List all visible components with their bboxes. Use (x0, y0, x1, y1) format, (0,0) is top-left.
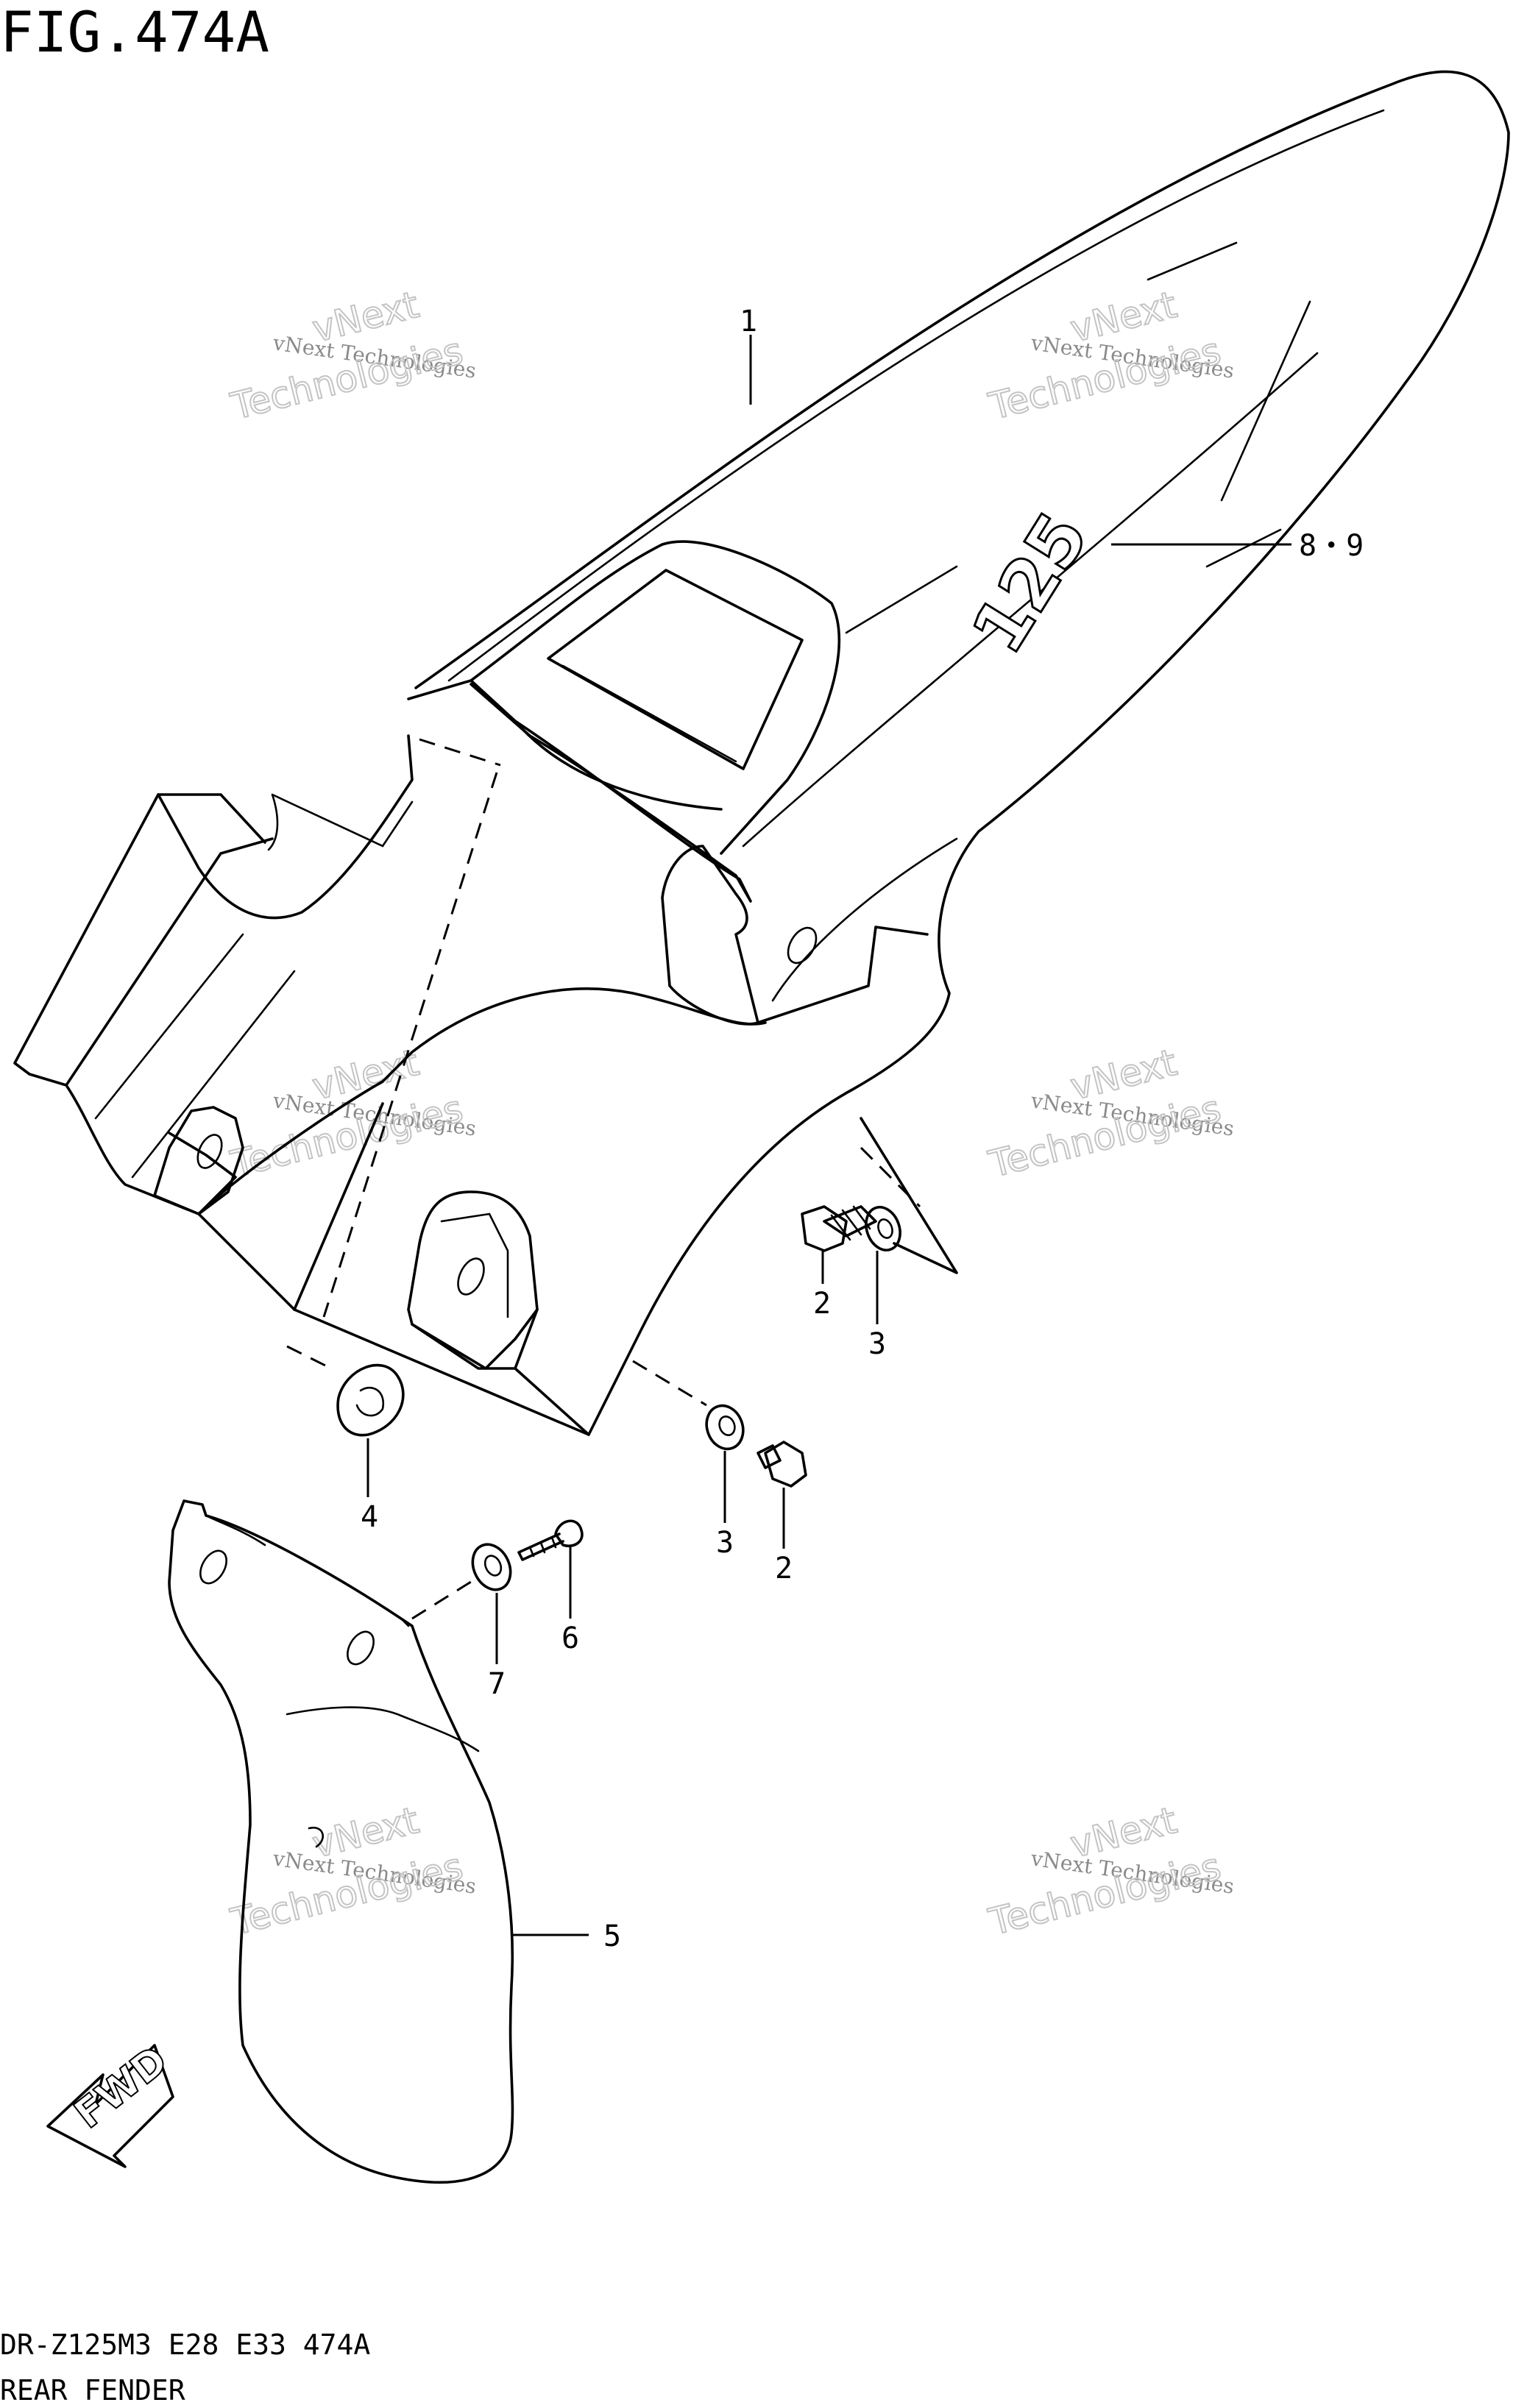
center-mount-inner (440, 1212, 509, 1318)
callout-5: 5 (603, 1919, 621, 1953)
washer-upper-right (865, 1206, 901, 1251)
mount-chevron (860, 1117, 958, 1274)
callout-3-upper: 3 (868, 1327, 886, 1361)
watermark-mid-left: vNext Technologies vNext Technologies (226, 1040, 478, 1187)
fender-inner-edge (447, 109, 1385, 682)
mud-flap-mark (308, 1826, 324, 1848)
rear-fender-part: 125 (13, 70, 1510, 1436)
hidden-line-lower (286, 1345, 332, 1370)
bracket-hole (787, 926, 818, 965)
fender-crease-2 (845, 565, 958, 634)
callout-3-lower: 3 (716, 1526, 734, 1560)
watermark-top-left: vNext Technologies vNext Technologies (226, 283, 478, 429)
mud-flap-crease (286, 1706, 480, 1752)
left-flap-crease (94, 933, 296, 1179)
hidden-line-front (419, 738, 501, 767)
callout-2-lower: 2 (775, 1552, 793, 1585)
left-side-wall (13, 734, 414, 1215)
washer-lower (705, 1404, 745, 1451)
left-flap (65, 793, 274, 1087)
watermark-line2: vNext (1066, 1799, 1181, 1867)
callout-4: 4 (361, 1500, 378, 1534)
mount-line-upper-right (860, 1146, 921, 1208)
storage-pad (547, 569, 804, 770)
center-tab-hole (457, 1257, 485, 1296)
callout-1: 1 (740, 305, 757, 338)
decal-text: 125 (957, 499, 1105, 667)
seat-recess-frame (470, 540, 841, 855)
storage-pad-inner (561, 664, 737, 763)
left-side-wall-crease (267, 793, 414, 851)
mount-line-4 (632, 1360, 707, 1407)
watermark-line2: vNext (308, 1799, 423, 1867)
screw-6 (517, 1519, 584, 1561)
mud-flap-hole-1 (199, 1549, 227, 1585)
decal-125: 125 (955, 497, 1105, 668)
left-mount-tab (153, 1106, 244, 1215)
mount-line-7 (411, 1580, 472, 1620)
lower-skirt (197, 987, 767, 1311)
washer-7 (471, 1543, 512, 1591)
section-name: REAR FENDER (0, 2374, 185, 2407)
left-tab-hole (196, 1134, 223, 1169)
seat-recess (407, 679, 752, 903)
fender-crease-1 (742, 352, 1319, 848)
fender-crease-6 (771, 837, 958, 1002)
watermark-bottom-right: vNext Technologies vNext Technologies (984, 1798, 1236, 1944)
mud-flap-part (168, 1499, 514, 2184)
watermark-mid-right: vNext Technologies vNext Technologies (984, 1040, 1236, 1187)
fender-blade-outline (293, 70, 1510, 1436)
mud-flap-edge (205, 1514, 410, 1627)
fwd-arrow-icon: FWD (46, 2036, 177, 2168)
fender-crease-3 (1205, 528, 1282, 568)
center-mount-tab (407, 1190, 539, 1370)
callout-2-upper: 2 (813, 1287, 831, 1321)
grommet-4 (336, 1363, 405, 1437)
model-code-line: DR-Z125M3 E28 E33 474A (0, 2329, 370, 2361)
callout-7: 7 (488, 1667, 506, 1701)
mud-flap-outline (168, 1499, 514, 2184)
fender-crease-5 (1147, 241, 1238, 281)
watermark-line2: vNext (1066, 283, 1181, 351)
fender-crease-4 (1220, 300, 1311, 502)
watermark-line2: vNext (308, 1041, 423, 1109)
callout-6: 6 (561, 1622, 579, 1655)
hidden-line-vertical (322, 772, 498, 1318)
watermark-bottom-left: vNext Technologies vNext Technologies (226, 1798, 478, 1944)
bolt-upper-right (801, 1205, 877, 1252)
watermark-top-right: vNext Technologies vNext Technologies (984, 283, 1236, 429)
watermark-line2: vNext (308, 283, 423, 351)
bolt-lower (756, 1441, 807, 1488)
figure-title: FIG.474A (0, 0, 269, 65)
watermark-line2: vNext (1066, 1041, 1181, 1109)
callout-8-9: 8・9 (1299, 529, 1364, 563)
mud-flap-hole-2 (347, 1630, 375, 1666)
center-mount-base (411, 1308, 590, 1436)
